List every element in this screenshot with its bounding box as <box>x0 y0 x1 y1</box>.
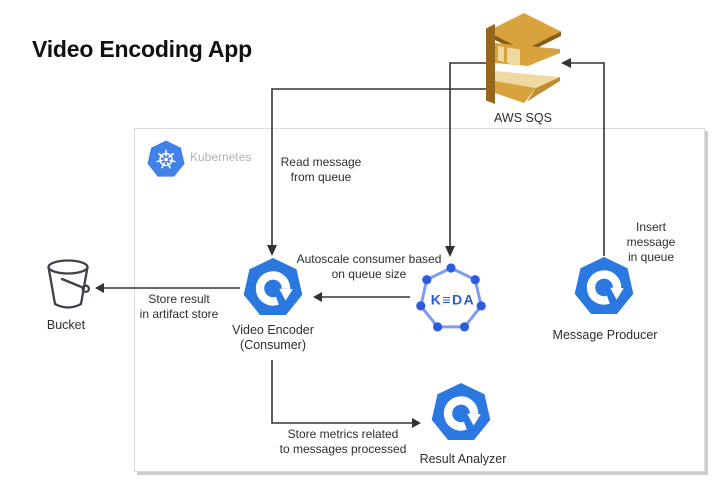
bucket-label: Bucket <box>46 318 86 332</box>
result-analyzer-icon <box>429 382 493 446</box>
edge-label-insert-message: Insert message in queue <box>626 220 676 264</box>
aws-sqs-label: AWS SQS <box>494 111 552 125</box>
page-title: Video Encoding App <box>32 36 253 62</box>
video-encoder-icon <box>241 257 305 321</box>
bucket-icon <box>47 259 91 309</box>
message-producer-label: Message Producer <box>552 328 658 342</box>
keda-logo-text: K≡DA <box>431 292 476 308</box>
keda-icon: K≡DA <box>416 263 486 332</box>
aws-sqs-icon <box>486 13 561 104</box>
edge-label-store-metrics: Store metrics related to messages proces… <box>279 427 407 456</box>
kubernetes-cluster-label: Kubernetes <box>190 150 252 164</box>
result-analyzer-label: Result Analyzer <box>419 452 507 466</box>
edge-label-autoscale: Autoscale consumer based on queue size <box>296 252 442 281</box>
video-encoder-label: Video Encoder (Consumer) <box>232 323 314 352</box>
edge-label-read-message: Read message from queue <box>280 155 362 184</box>
kubernetes-logo-icon <box>147 140 185 177</box>
edge-label-store-result: Store result in artifact store <box>139 292 219 321</box>
message-producer-icon <box>572 256 636 320</box>
arrowhead-into-sqs <box>561 58 571 68</box>
